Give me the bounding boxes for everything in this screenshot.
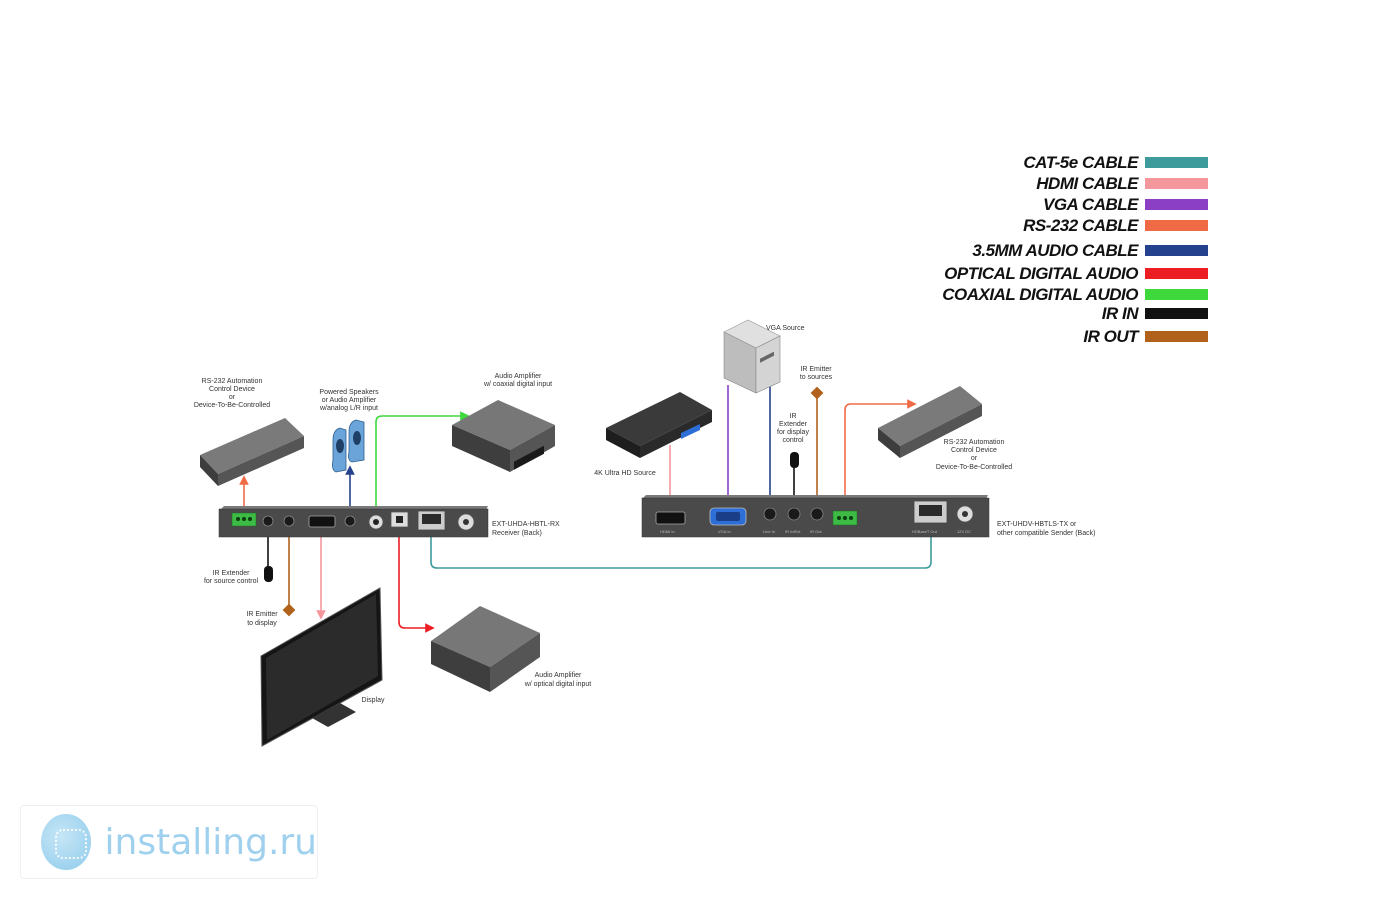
ir-emitter-src-label-1: IR Emitter (800, 366, 832, 373)
legend-label: OPTICAL DIGITAL AUDIO (944, 264, 1138, 283)
hdmi-in-port (655, 511, 686, 525)
legend-swatch (1145, 199, 1208, 210)
port-label-hdmi-in: HDMI In (660, 529, 675, 534)
vga-source-label: VGA Source (766, 325, 805, 332)
legend-swatch (1145, 178, 1208, 189)
port-label-ir-out: IR Out (810, 529, 822, 534)
legend-swatch (1145, 308, 1208, 319)
amp-coax-label-1: Audio Amplifier (495, 373, 542, 380)
ir-ext-disp-label-4: control (782, 437, 803, 444)
vga-source-computer (723, 319, 781, 394)
ir-emitter-src-label-2: to sources (800, 374, 833, 381)
speakers-label-2: or Audio Amplifier (322, 397, 377, 404)
rs232-cable-tx (844, 399, 917, 512)
legend-label: COAXIAL DIGITAL AUDIO (942, 285, 1138, 304)
ir-ext-disp-label-2: Extender (779, 421, 808, 428)
ir-in-port-rx (262, 515, 274, 527)
receiver-unit (218, 506, 489, 538)
rs232-rx-label-4: Device-To-Be-Controlled (194, 402, 270, 409)
ir-emitter-disp-label-1: IR Emitter (246, 611, 278, 618)
ir-ext-src-label-2: for source control (204, 578, 259, 585)
ir-out-port-tx (810, 507, 824, 521)
legend-swatch (1145, 220, 1208, 231)
source-4k-label: 4K Ultra HD Source (594, 470, 656, 477)
ir-out-port-rx (283, 515, 295, 527)
ir-ext-src-label-1: IR Extender (213, 570, 251, 577)
port-label-power: 12V DC (957, 529, 971, 534)
port-label-vga-in: VGA In (718, 529, 731, 534)
legend-swatch (1145, 331, 1208, 342)
amplifier-coax (452, 400, 555, 472)
amp-opt-label-2: w/ optical digital input (524, 681, 592, 688)
coax-cable (375, 411, 470, 512)
rx-name-label-2: Receiver (Back) (492, 530, 542, 537)
ir-ext-disp-label-3: for display (777, 429, 809, 436)
speakers (332, 419, 365, 473)
legend-label: IR OUT (1083, 327, 1140, 346)
rs232-rx-label-1: RS-232 Automation (202, 378, 263, 385)
rs232-tx-label-3: or (971, 455, 978, 462)
source-4k-player (606, 392, 712, 458)
legend-swatch (1145, 245, 1208, 256)
watermark-text: installing.ru (104, 821, 317, 863)
ir-in-port-tx (787, 507, 801, 521)
amp-coax-label-2: w/ coaxial digital input (483, 381, 552, 388)
legend-swatch (1145, 157, 1208, 168)
speakers-label-1: Powered Speakers (319, 389, 379, 396)
optical-cable (398, 525, 435, 633)
legend-swatch (1145, 268, 1208, 279)
legend-label: 3.5MM AUDIO CABLE (972, 241, 1139, 260)
speakers-label-3: w/analog L/R input (319, 405, 378, 412)
cables (239, 385, 932, 633)
legend-label: IR IN (1102, 304, 1139, 323)
amp-opt-label-1: Audio Amplifier (535, 672, 582, 679)
rx-name-label-1: EXT-UHDA-HBTL-RX (492, 521, 560, 528)
port-label-line-in: Line In (763, 529, 775, 534)
display-tv (260, 587, 383, 747)
cat5e-cable (430, 522, 932, 569)
legend-label: VGA CABLE (1043, 195, 1139, 214)
rs232-rx-label-2: Control Device (209, 386, 255, 393)
rs232-device-tx (878, 386, 982, 458)
sender-unit (641, 495, 990, 538)
line-in-port (763, 507, 777, 521)
tx-name-label-1: EXT-UHDV-HBTLS-TX or (997, 521, 1077, 528)
rs232-tx-label-4: Device-To-Be-Controlled (936, 464, 1012, 471)
port-label-hdbaset-out: HDBaseT Out (912, 529, 938, 534)
ir-ext-disp-label-1: IR (790, 413, 797, 420)
legend-label: CAT-5e CABLE (1023, 153, 1139, 172)
tx-name-label-2: other compatible Sender (Back) (997, 530, 1095, 537)
rs232-device-rx (200, 418, 304, 486)
rs232-tx-label-2: Control Device (951, 447, 997, 454)
amplifier-optical (431, 606, 540, 692)
legend: CAT-5e CABLE HDMI CABLE VGA CABLE RS-232 CA… (942, 153, 1208, 346)
display-label: Display (362, 697, 385, 704)
ir-extender-rx (264, 566, 273, 582)
rs232-rx-label-3: or (229, 394, 236, 401)
watermark: installing.ru (20, 805, 318, 879)
legend-swatch (1145, 289, 1208, 300)
legend-label: HDMI CABLE (1036, 174, 1139, 193)
rs232-tx-label-1: RS-232 Automation (944, 439, 1005, 446)
logo-icon (41, 814, 91, 870)
legend-label: RS-232 CABLE (1023, 216, 1139, 235)
hdmi-out-port (308, 515, 336, 528)
ir-extender-tx (790, 452, 799, 468)
audio-out-port (344, 515, 356, 527)
ir-emitter-disp-label-2: to display (247, 620, 277, 627)
port-label-ir-in-ext: IR In/Ext (785, 529, 801, 534)
